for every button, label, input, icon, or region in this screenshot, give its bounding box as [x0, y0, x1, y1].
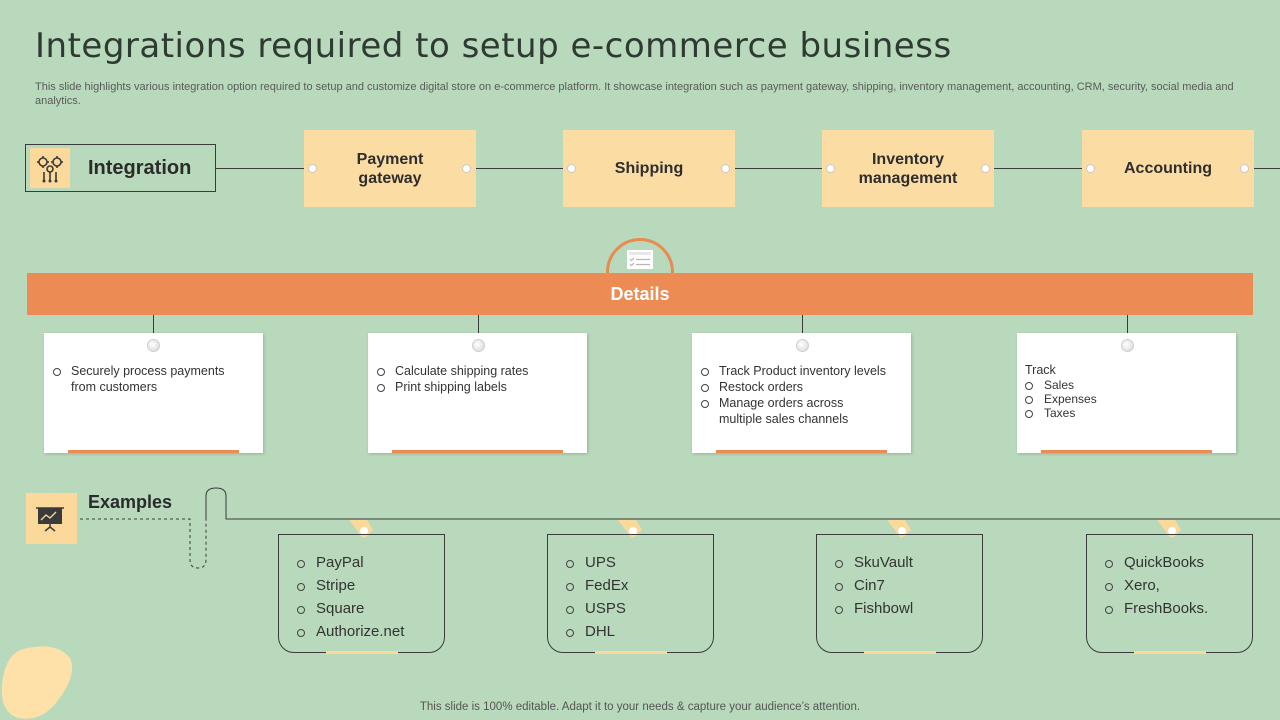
list-item: PayPal — [297, 551, 404, 574]
list-item: Fishbowl — [835, 597, 913, 620]
list-item: Track Product inventory levels — [701, 363, 901, 379]
list-item: DHL — [566, 620, 628, 643]
card-accent-bar — [595, 651, 667, 654]
card-connector — [802, 315, 803, 345]
list-item: FreshBooks. — [1105, 597, 1208, 620]
box-label-line2: management — [858, 169, 958, 187]
card-connector — [153, 315, 154, 345]
card-accent-bar — [392, 450, 563, 453]
list-item: Xero, — [1105, 574, 1208, 597]
details-band: Details — [27, 273, 1253, 315]
page-subtitle: This slide highlights various integratio… — [35, 81, 1234, 107]
list-item: QuickBooks — [1105, 551, 1208, 574]
list-item: Expenses — [1025, 392, 1097, 406]
card-heading: Track — [1025, 363, 1056, 377]
list-item: SkuVault — [835, 551, 913, 574]
example-card-payment: PayPal Stripe Square Authorize.net — [278, 534, 445, 654]
list-item: Square — [297, 597, 404, 620]
detail-card-payment: Securely process payments from customers — [44, 333, 263, 453]
integration-box-shipping: Shipping — [563, 130, 735, 207]
gears-icon — [30, 148, 70, 188]
card-pin — [796, 339, 809, 352]
box-label-line1: Payment — [356, 150, 424, 168]
connector-dot — [462, 164, 471, 173]
example-card-shipping: UPS FedEx USPS DHL — [547, 534, 714, 654]
detail-card-inventory: Track Product inventory levels Restock o… — [692, 333, 911, 453]
example-tab — [1157, 520, 1181, 538]
footer-note: This slide is 100% editable. Adapt it to… — [419, 701, 861, 713]
decorative-blob — [1, 646, 73, 719]
examples-connector — [77, 487, 1280, 569]
example-tab — [887, 520, 911, 538]
list-item: FedEx — [566, 574, 628, 597]
connector-dot — [308, 164, 317, 173]
integration-label: Integration — [88, 157, 192, 179]
list-item: Print shipping labels — [377, 379, 577, 395]
examples-label: Examples — [88, 492, 173, 512]
list-item: Cin7 — [835, 574, 913, 597]
connector-dot — [981, 164, 990, 173]
details-label: Details — [610, 283, 670, 304]
list-item: Authorize.net — [297, 620, 404, 643]
page-title: Integrations required to setup e-commerc… — [35, 26, 952, 66]
card-pin — [472, 339, 485, 352]
integration-label-box — [25, 144, 216, 192]
card-accent-bar — [326, 651, 398, 654]
detail-card-accounting: Track Sales Expenses Taxes — [1017, 333, 1236, 453]
checklist-icon — [627, 250, 653, 269]
card-connector — [478, 315, 479, 345]
card-accent-bar — [864, 651, 936, 654]
detail-card-shipping: Calculate shipping rates Print shipping … — [368, 333, 587, 453]
list-item: Manage orders across multiple sales chan… — [701, 395, 869, 427]
list-item: Stripe — [297, 574, 404, 597]
list-item: UPS — [566, 551, 628, 574]
example-tab — [349, 520, 373, 538]
integration-box-accounting: Accounting — [1082, 130, 1254, 207]
card-accent-bar — [716, 450, 887, 453]
connector-dot — [1086, 164, 1095, 173]
box-label-line2: gateway — [358, 169, 422, 187]
top-connector-line — [216, 168, 1280, 169]
card-connector — [1127, 315, 1128, 345]
connector-dot — [826, 164, 835, 173]
card-accent-bar — [68, 450, 239, 453]
list-item: Calculate shipping rates — [377, 363, 577, 379]
connector-dot — [721, 164, 730, 173]
list-item: Restock orders — [701, 379, 901, 395]
example-card-accounting: QuickBooks Xero, FreshBooks. — [1086, 534, 1253, 654]
box-label-line1: Shipping — [614, 160, 684, 177]
connector-dot — [1240, 164, 1249, 173]
example-tab — [618, 520, 642, 538]
card-pin — [1121, 339, 1134, 352]
list-item: Securely process payments from customers — [53, 363, 243, 395]
list-item: USPS — [566, 597, 628, 620]
card-accent-bar — [1041, 450, 1212, 453]
presentation-board-icon — [26, 493, 77, 544]
example-card-inventory: SkuVault Cin7 Fishbowl — [816, 534, 983, 654]
box-label-line1: Accounting — [1124, 160, 1212, 177]
card-accent-bar — [1134, 651, 1206, 654]
list-item: Sales — [1025, 378, 1097, 392]
connector-dot — [567, 164, 576, 173]
list-item: Taxes — [1025, 406, 1097, 420]
box-label-line1: Inventory — [871, 150, 944, 168]
card-pin — [147, 339, 160, 352]
